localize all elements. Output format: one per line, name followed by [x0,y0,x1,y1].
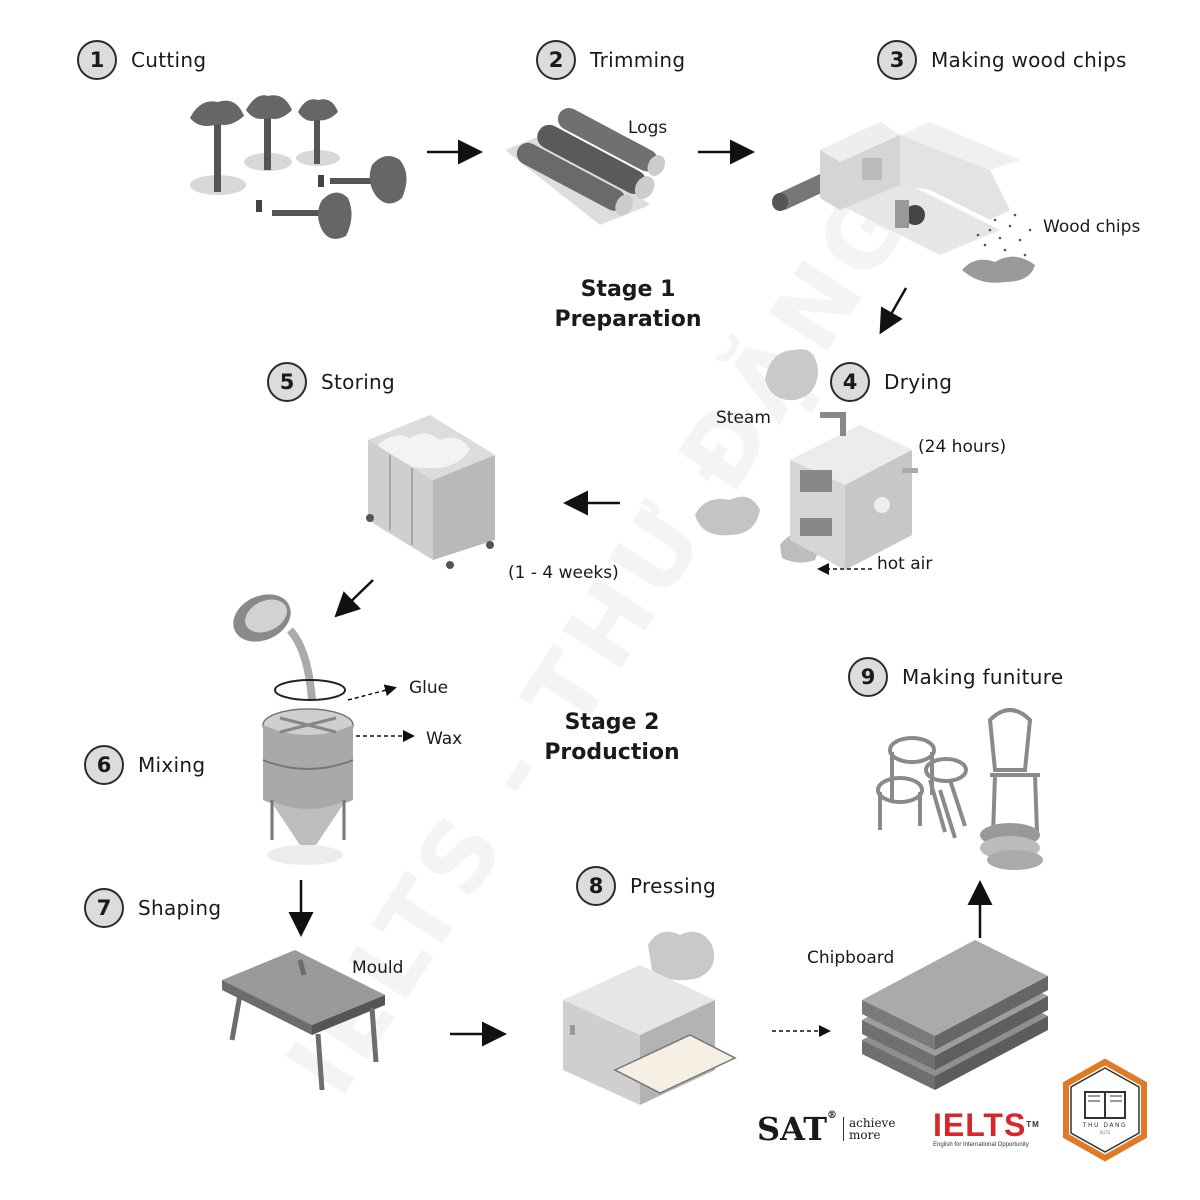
step-trimming: 2 Trimming [536,40,685,80]
steam-label: Steam [716,408,771,428]
step-label: Making funiture [902,665,1064,689]
ielts-logo: IELTSTM English for International Opport… [933,1108,1040,1148]
logs-label: Logs [628,118,668,138]
glue-arrow [347,684,397,701]
step-pressing: 8 Pressing [576,866,716,906]
ielts-wordmark: IELTSTM [933,1107,1040,1143]
stage-2-line1: Stage 2 [564,710,660,735]
stage-1-line2: Preparation [554,307,702,332]
trees-illustration [190,95,407,239]
chipboard-illustration [862,940,1048,1090]
stage-1-line1: Stage 1 [580,277,676,302]
mixer-illustration [233,594,354,865]
step-storing: 5 Storing [267,362,395,402]
stool-seats-illustration [980,823,1043,870]
stage-1-title: Stage 1 Preparation [538,275,718,335]
badge-subtitle: IELTS [1099,1130,1111,1135]
step-number: 8 [576,866,616,906]
step-making-wood-chips: 3 Making wood chips [877,40,1127,80]
stage-2-line2: Production [544,740,680,765]
step-number: 4 [830,362,870,402]
step-label: Pressing [630,874,716,898]
step-drying: 4 Drying [830,362,952,402]
step-cutting: 1 Cutting [77,40,206,80]
arrow-3-4 [879,287,908,335]
logs-illustration [505,108,666,225]
step-label: Making wood chips [931,48,1127,72]
step-number: 1 [77,40,117,80]
step-label: Drying [884,370,953,394]
hot-air-label: hot air [877,554,933,574]
step-label: Shaping [138,896,222,920]
ielts-subtitle: English for International Opportunity [933,1142,1029,1148]
step-number: 9 [848,657,888,697]
step-label: Mixing [138,753,206,777]
thu-dang-logo [1063,1058,1147,1162]
stage-2-title: Stage 2 Production [522,708,702,768]
sat-wordmark: SAT® [757,1110,837,1148]
step-making-furniture: 9 Making funiture [848,657,1063,697]
step-mixing: 6 Mixing [84,745,205,785]
step-number: 2 [536,40,576,80]
drying-time-label: (24 hours) [918,437,1007,457]
step-number: 5 [267,362,307,402]
storage-bin-illustration [366,415,495,569]
step-label: Cutting [131,48,207,72]
arrow-5-6 [334,579,374,618]
glue-label: Glue [409,678,449,698]
step-label: Trimming [590,48,686,72]
wood-chips-label: Wood chips [1043,217,1141,237]
press-illustration [563,931,737,1105]
badge-name: THU DANG [1082,1122,1128,1129]
wax-label: Wax [426,729,463,749]
mould-label: Mould [352,958,404,978]
step-shaping: 7 Shaping [84,888,221,928]
chipboard-label: Chipboard [807,948,895,968]
step-number: 7 [84,888,124,928]
furniture-illustration [876,708,1040,839]
step-number: 3 [877,40,917,80]
storing-time-label: (1 - 4 weeks) [508,563,619,583]
step-label: Storing [321,370,396,394]
wood-chipper-illustration [772,122,1035,283]
step-number: 6 [84,745,124,785]
dryer-illustration [695,349,918,570]
mould-illustration [222,950,385,1091]
